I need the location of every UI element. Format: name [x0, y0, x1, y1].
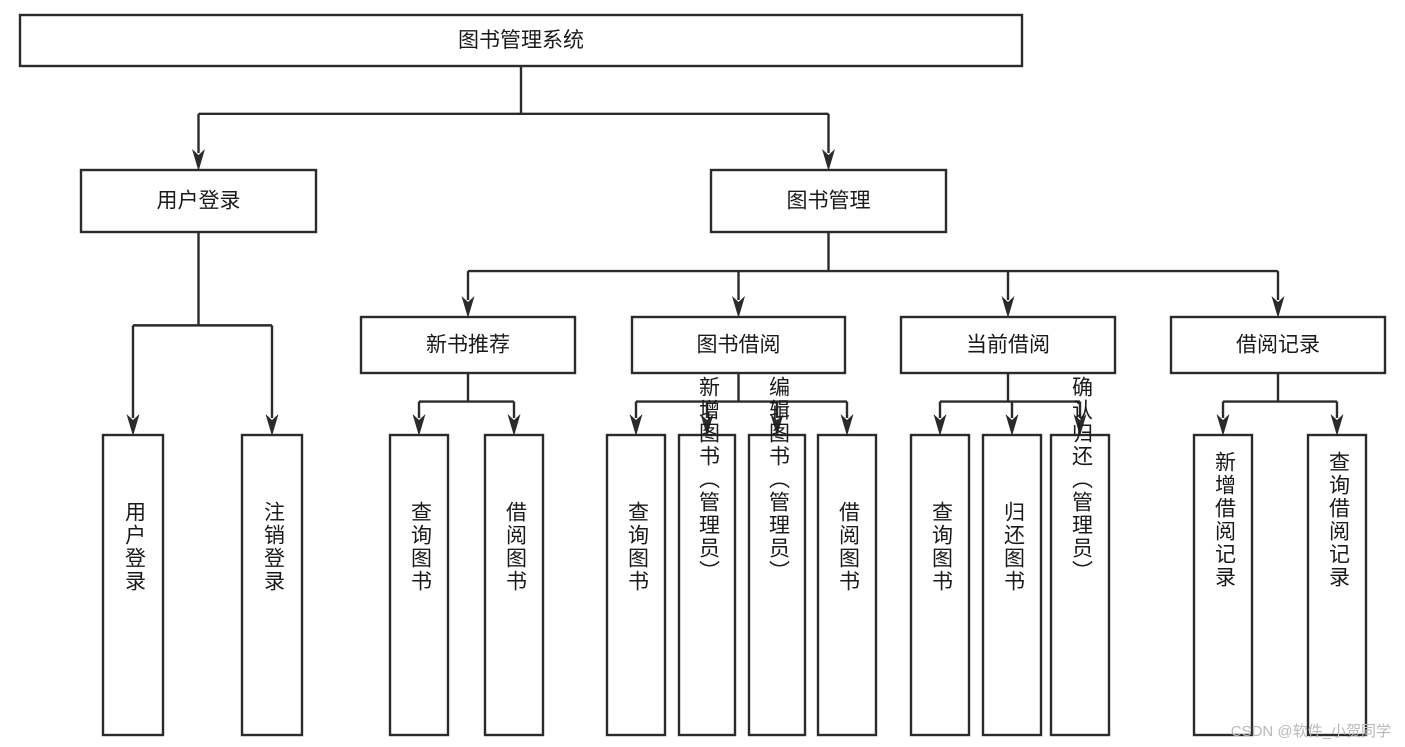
node-leaf-query-book-2[interactable]: 查询图书 — [605, 433, 667, 737]
node-borrow-record[interactable]: 借阅记录 — [1169, 315, 1387, 375]
node-box-current-borrow — [899, 315, 1117, 375]
node-box-leaf-add-record — [1192, 433, 1254, 737]
node-box-leaf-query-book-1 — [388, 433, 450, 737]
node-box-leaf-add-book — [677, 433, 737, 737]
node-label-user-login: 用户登录 — [157, 190, 241, 213]
arrow-head-icon — [933, 414, 947, 436]
arrow-head-icon — [822, 149, 835, 171]
node-label-leaf-user-login: 用户登录 — [122, 501, 146, 593]
node-leaf-edit-book[interactable]: 编辑图书（管理员） — [747, 376, 807, 737]
node-leaf-user-login[interactable]: 用户登录 — [101, 433, 165, 737]
node-label-leaf-add-record: 新增借阅记录 — [1212, 451, 1236, 589]
node-leaf-add-book[interactable]: 新增图书（管理员） — [677, 376, 737, 737]
node-book-manage[interactable]: 图书管理 — [709, 168, 948, 234]
node-leaf-query-book-1[interactable]: 查询图书 — [388, 433, 450, 737]
node-box-leaf-query-book-2 — [605, 433, 667, 737]
arrow-head-icon — [629, 414, 643, 436]
node-root[interactable]: 图书管理系统 — [18, 13, 1024, 68]
node-leaf-borrow-book-1[interactable]: 借阅图书 — [483, 433, 545, 737]
node-box-root — [18, 13, 1024, 68]
connector-group-root — [192, 66, 835, 171]
node-label-leaf-query-record: 查询借阅记录 — [1326, 451, 1350, 589]
node-box-leaf-user-logout — [240, 433, 304, 737]
node-box-leaf-query-book-3 — [909, 433, 971, 737]
node-leaf-query-record[interactable]: 查询借阅记录 — [1306, 433, 1368, 737]
node-label-borrow-record: 借阅记录 — [1236, 334, 1320, 357]
connector-group-borrow-record — [1216, 373, 1344, 436]
arrow-head-icon — [265, 414, 279, 436]
node-label-root: 图书管理系统 — [458, 29, 584, 52]
node-label-leaf-borrow-book-1: 借阅图书 — [503, 501, 527, 593]
arrow-head-icon — [1271, 296, 1285, 318]
connector-group-new-book-rec — [412, 373, 521, 436]
node-box-book-borrow — [630, 315, 847, 375]
arrow-head-icon — [507, 414, 521, 436]
node-leaf-query-book-3[interactable]: 查询图书 — [909, 433, 971, 737]
arrow-head-icon — [770, 414, 784, 436]
arrow-head-icon — [700, 414, 714, 436]
arrow-head-icon — [126, 414, 140, 436]
arrow-head-icon — [1216, 414, 1230, 436]
node-label-leaf-query-book-1: 查询图书 — [408, 501, 432, 593]
node-layer: 图书管理系统用户登录图书管理新书推荐图书借阅当前借阅借阅记录用户登录注销登录查询… — [18, 13, 1387, 737]
node-box-leaf-borrow-book-2 — [816, 433, 878, 737]
arrow-head-icon — [840, 414, 854, 436]
node-leaf-add-record[interactable]: 新增借阅记录 — [1192, 433, 1254, 737]
node-label-book-borrow: 图书借阅 — [697, 334, 781, 357]
node-box-leaf-return-book — [981, 433, 1043, 737]
node-book-borrow[interactable]: 图书借阅 — [630, 315, 847, 375]
node-label-leaf-user-logout: 注销登录 — [261, 501, 285, 593]
node-box-leaf-user-login — [101, 433, 165, 737]
arrow-head-icon — [412, 414, 426, 436]
node-label-current-borrow: 当前借阅 — [966, 334, 1050, 357]
node-label-leaf-return-book: 归还图书 — [1001, 501, 1025, 593]
arrow-head-icon — [1330, 414, 1344, 436]
node-user-login[interactable]: 用户登录 — [79, 168, 318, 234]
arrow-head-icon — [1001, 296, 1015, 318]
node-box-leaf-borrow-book-1 — [483, 433, 545, 737]
node-label-leaf-query-book-2: 查询图书 — [625, 501, 649, 593]
node-box-book-manage — [709, 168, 948, 234]
node-label-book-manage: 图书管理 — [787, 190, 871, 213]
node-label-leaf-borrow-book-2: 借阅图书 — [836, 501, 860, 593]
node-box-user-login — [79, 168, 318, 234]
node-box-borrow-record — [1169, 315, 1387, 375]
node-current-borrow[interactable]: 当前借阅 — [899, 315, 1117, 375]
node-box-leaf-confirm-return — [1049, 433, 1111, 737]
node-leaf-user-logout[interactable]: 注销登录 — [240, 433, 304, 737]
node-box-leaf-query-record — [1306, 433, 1368, 737]
node-label-leaf-confirm-return: 确认归还（管理员） — [1069, 376, 1093, 583]
arrow-head-icon — [1005, 414, 1019, 436]
node-box-new-book-rec — [359, 315, 577, 375]
node-label-new-book-rec: 新书推荐 — [426, 334, 510, 357]
connector-group-book-borrow — [629, 373, 854, 436]
arrow-head-icon — [461, 296, 475, 318]
node-leaf-confirm-return[interactable]: 确认归还（管理员） — [1049, 376, 1111, 737]
node-label-leaf-add-book: 新增图书（管理员） — [696, 376, 720, 583]
node-leaf-return-book[interactable]: 归还图书 — [981, 433, 1043, 737]
connector-layer — [126, 66, 1344, 436]
node-label-leaf-edit-book: 编辑图书（管理员） — [766, 376, 790, 583]
connector-group-book-manage — [461, 232, 1285, 318]
node-label-leaf-query-book-3: 查询图书 — [929, 501, 953, 593]
connector-group-current-borrow — [933, 373, 1087, 436]
arrow-head-icon — [1073, 414, 1087, 436]
connector-group-user-login — [126, 232, 279, 436]
node-new-book-rec[interactable]: 新书推荐 — [359, 315, 577, 375]
node-leaf-borrow-book-2[interactable]: 借阅图书 — [816, 433, 878, 737]
node-box-leaf-edit-book — [747, 433, 807, 737]
arrow-head-icon — [192, 149, 205, 171]
arrow-head-icon — [732, 296, 745, 318]
